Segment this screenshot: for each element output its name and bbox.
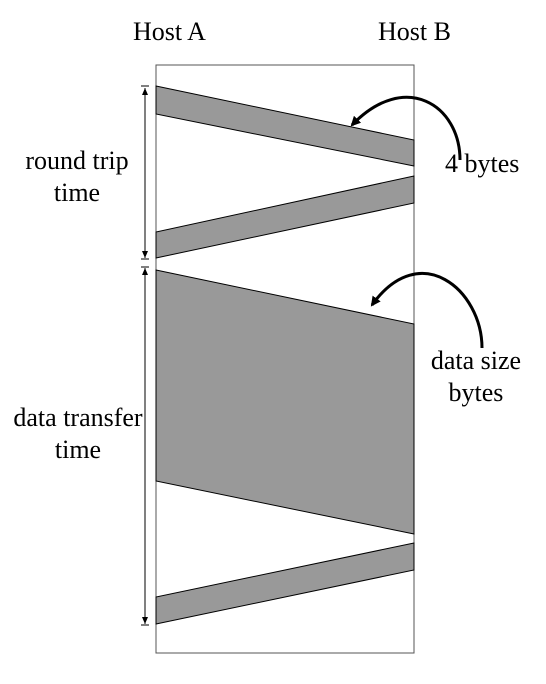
request-band — [155, 85, 415, 167]
curved-arrow-icon — [350, 95, 462, 161]
request-size-label: 4 bytes — [445, 149, 520, 178]
host-a-label: Host A — [133, 17, 206, 46]
bracket-arrow-up-icon — [142, 268, 148, 275]
response-band — [155, 175, 415, 259]
data-size-label-line1: data size — [430, 346, 522, 375]
bracket-arrow-down-icon — [142, 251, 148, 258]
curved-arrow-icon — [370, 271, 484, 349]
data-transfer-label: data transfer time — [8, 402, 148, 466]
round-trip-bracket — [141, 85, 149, 260]
data-transfer-label-line1: data transfer — [13, 403, 143, 432]
round-trip-label: round trip time — [18, 145, 136, 209]
round-trip-label-line1: round trip — [25, 146, 129, 175]
data-transfer-label-line2: time — [54, 435, 102, 464]
acknowledgement-band — [155, 542, 415, 625]
data-size-label: data size bytes — [426, 345, 526, 409]
host-b-label: Host B — [378, 17, 451, 46]
bracket-arrow-down-icon — [142, 617, 148, 624]
round-trip-label-line2: time — [53, 178, 101, 207]
data-transfer-band — [155, 269, 415, 535]
bracket-arrow-up-icon — [142, 88, 148, 95]
data-size-label-line2: bytes — [448, 378, 504, 407]
data-transfer-bracket — [141, 266, 149, 626]
